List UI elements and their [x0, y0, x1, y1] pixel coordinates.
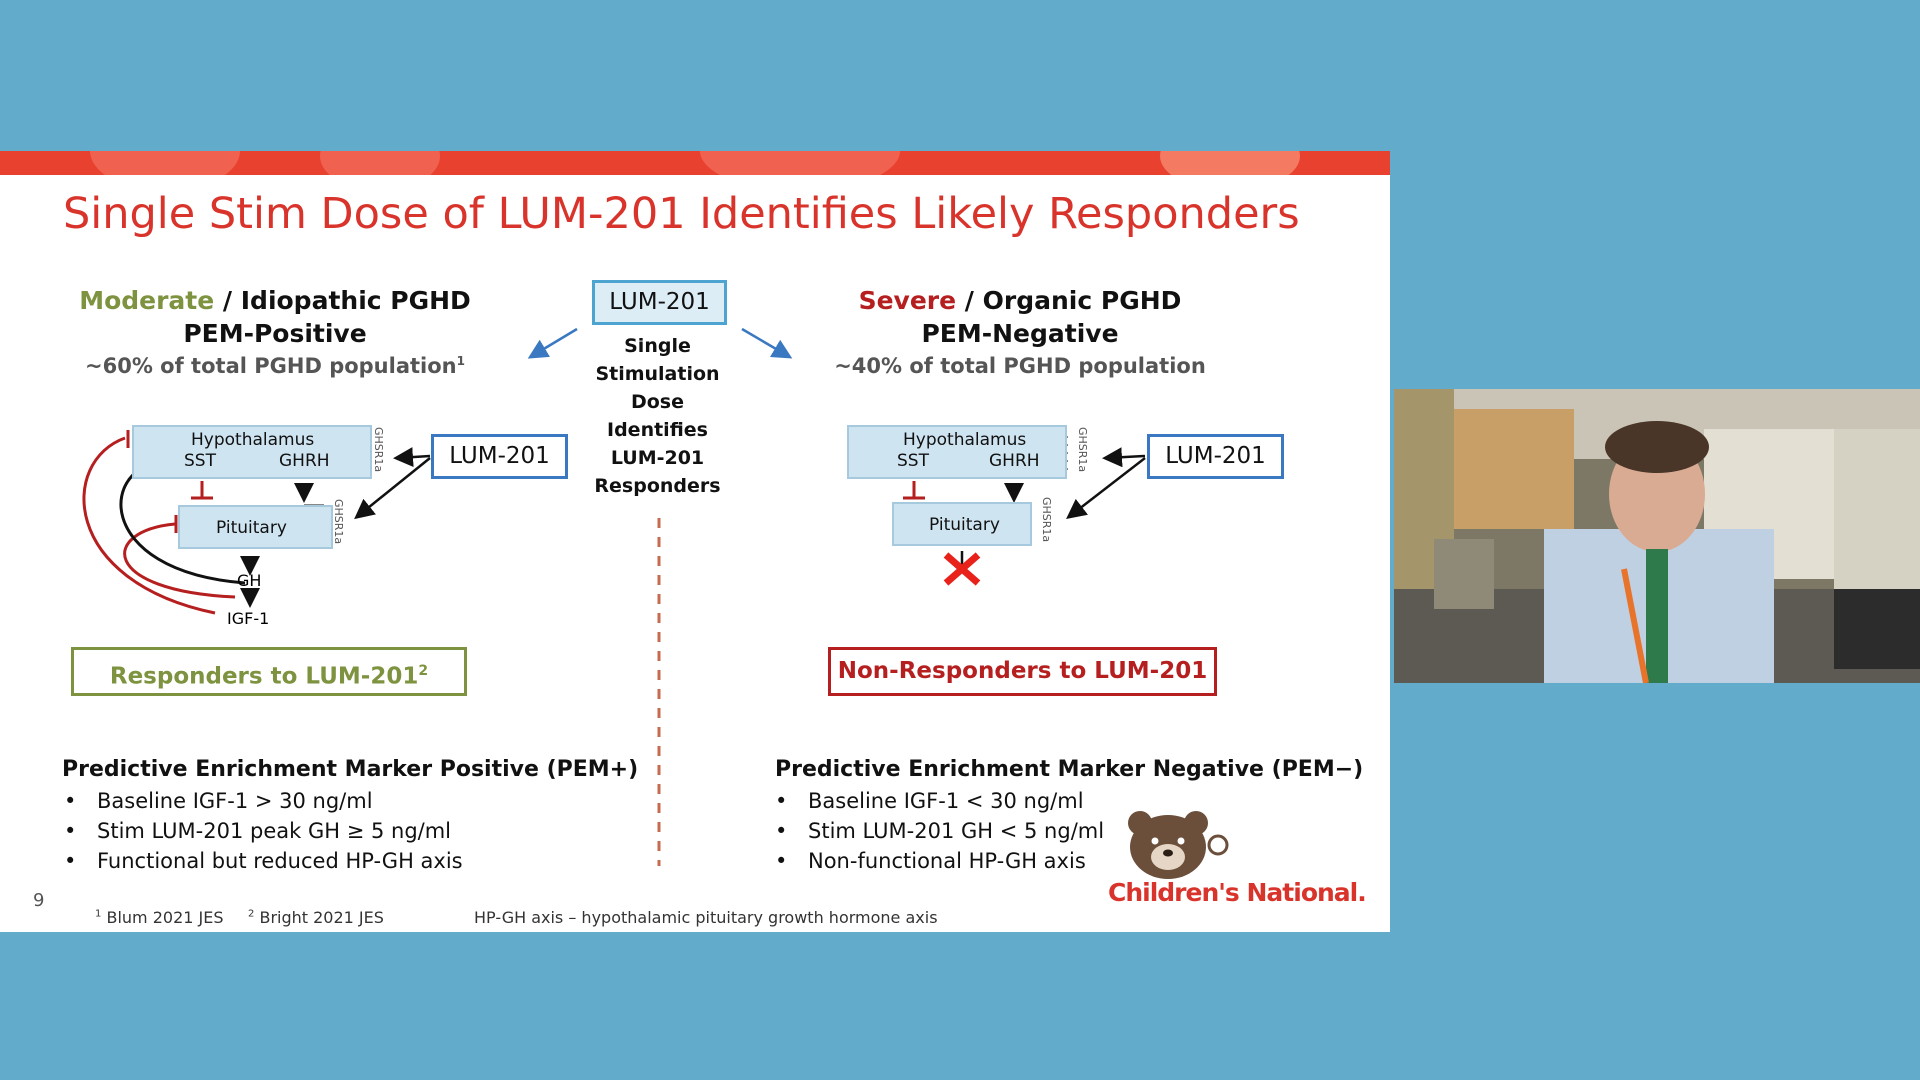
step-text: Single [624, 335, 691, 357]
center-steps: Single Stimulation Dose Identifies LUM-2… [570, 332, 745, 500]
bear-logo-icon [1128, 811, 1229, 879]
center-lum201-box: LUM-201 [592, 280, 727, 325]
left-population: ~60% of total PGHD population1 [60, 354, 490, 378]
receptor-label: GHSR1a [1076, 427, 1089, 473]
page-number: 9 [33, 890, 45, 911]
pituitary-box: Pituitary [178, 505, 333, 549]
step-text: Dose [630, 391, 685, 413]
slide-title: Single Stim Dose of LUM-201 Identifies L… [63, 189, 1300, 239]
sst-label: SST [184, 451, 216, 471]
left-marker-heading: Predictive Enrichment Marker Positive (P… [62, 757, 639, 782]
bullet-item: Stim LUM-201 peak GH ≥ 5 ng/ml [64, 816, 463, 846]
non-responders-box: Non-Responders to LUM-201 [828, 647, 1217, 696]
childrens-national-logo: Children's National. [1108, 878, 1367, 907]
footnote-abbreviation: HP-GH axis – hypothalamic pituitary grow… [474, 908, 938, 927]
igf1-label: IGF-1 [227, 609, 270, 628]
left-drug-box: LUM-201 [431, 434, 568, 479]
slide-top-banner [0, 151, 1390, 175]
left-bullets: Baseline IGF-1 > 30 ng/ml Stim LUM-201 p… [64, 786, 463, 876]
right-bullets: Baseline IGF-1 < 30 ng/ml Stim LUM-201 G… [775, 786, 1104, 876]
hypothalamus-box: Hypothalamus SST GHRH [132, 425, 372, 479]
bullet-item: Baseline IGF-1 < 30 ng/ml [775, 786, 1104, 816]
left-pem: PEM-Positive [183, 319, 367, 348]
sst-label: SST [897, 451, 929, 471]
step-text: Responders [594, 475, 721, 497]
ghrh-label: GHRH [989, 451, 1040, 471]
right-severity: Severe [858, 286, 957, 315]
pituitary-label: Pituitary [929, 515, 1000, 535]
right-pem: PEM-Negative [921, 319, 1119, 348]
footnote-ref1-sup: 1 [95, 908, 102, 920]
right-drug-box: LUM-201 [1147, 434, 1284, 479]
bullet-item: Stim LUM-201 GH < 5 ng/ml [775, 816, 1104, 846]
right-population: ~40% of total PGHD population [834, 354, 1206, 378]
hypothalamus-label: Hypothalamus [903, 430, 1027, 450]
slide: Single Stim Dose of LUM-201 Identifies L… [0, 151, 1390, 932]
left-population-sup: 1 [456, 354, 465, 368]
footnote-ref2-text: Bright 2021 JES [259, 908, 384, 927]
step-text: LUM-201 [610, 447, 705, 469]
presenter-video-icon [1394, 389, 1920, 683]
receptor-label: GHSR1a [1040, 497, 1053, 543]
feedback-igf1 [82, 436, 216, 615]
step-text: Identifies [607, 419, 708, 441]
right-marker-heading: Predictive Enrichment Marker Negative (P… [775, 757, 1364, 782]
bullet-item: Functional but reduced HP-GH axis [64, 846, 463, 876]
arrow-left [527, 327, 578, 359]
footnote-ref2: 2 Bright 2021 JES [248, 908, 384, 927]
footnote-ref2-sup: 2 [248, 908, 255, 920]
pituitary-box: Pituitary [892, 502, 1032, 546]
right-heading-rest: / Organic PGHD [956, 286, 1182, 315]
gh-label: GH [237, 571, 262, 590]
right-heading: Severe / Organic PGHD [805, 286, 1235, 315]
feedback-gh [123, 522, 236, 599]
left-heading-block: Moderate / Idiopathic PGHD PEM-Positive … [60, 286, 490, 378]
pituitary-label: Pituitary [216, 518, 287, 538]
bullet-item: Non-functional HP-GH axis [775, 846, 1104, 876]
step-text: Stimulation [595, 363, 720, 385]
left-population-text: ~60% of total PGHD population [85, 354, 457, 378]
receptor-label: GHSR1a [332, 499, 345, 545]
ghrh-label: GHRH [279, 451, 330, 471]
arrow-right [741, 327, 793, 359]
right-heading-block: Severe / Organic PGHD PEM-Negative ~40% … [805, 286, 1235, 378]
left-heading-rest: / Idiopathic PGHD [214, 286, 471, 315]
responders-box: Responders to LUM-2012 [71, 647, 467, 696]
responders-label: Responders to LUM-201 [109, 663, 419, 690]
footnote-ref1-text: Blum 2021 JES [106, 908, 224, 927]
hypothalamus-label: Hypothalamus [191, 430, 315, 450]
left-heading: Moderate / Idiopathic PGHD [60, 286, 490, 315]
receptor-label: GHSR1a [372, 427, 385, 473]
left-severity: Moderate [79, 286, 215, 315]
hypothalamus-box: Hypothalamus SST GHRH [847, 425, 1067, 479]
bullet-item: Baseline IGF-1 > 30 ng/ml [64, 786, 463, 816]
responders-sup: 2 [418, 663, 429, 679]
block-x-icon [943, 552, 981, 586]
footnote-ref1: 1 Blum 2021 JES [95, 908, 224, 927]
presenter-video-tile[interactable] [1394, 389, 1920, 683]
